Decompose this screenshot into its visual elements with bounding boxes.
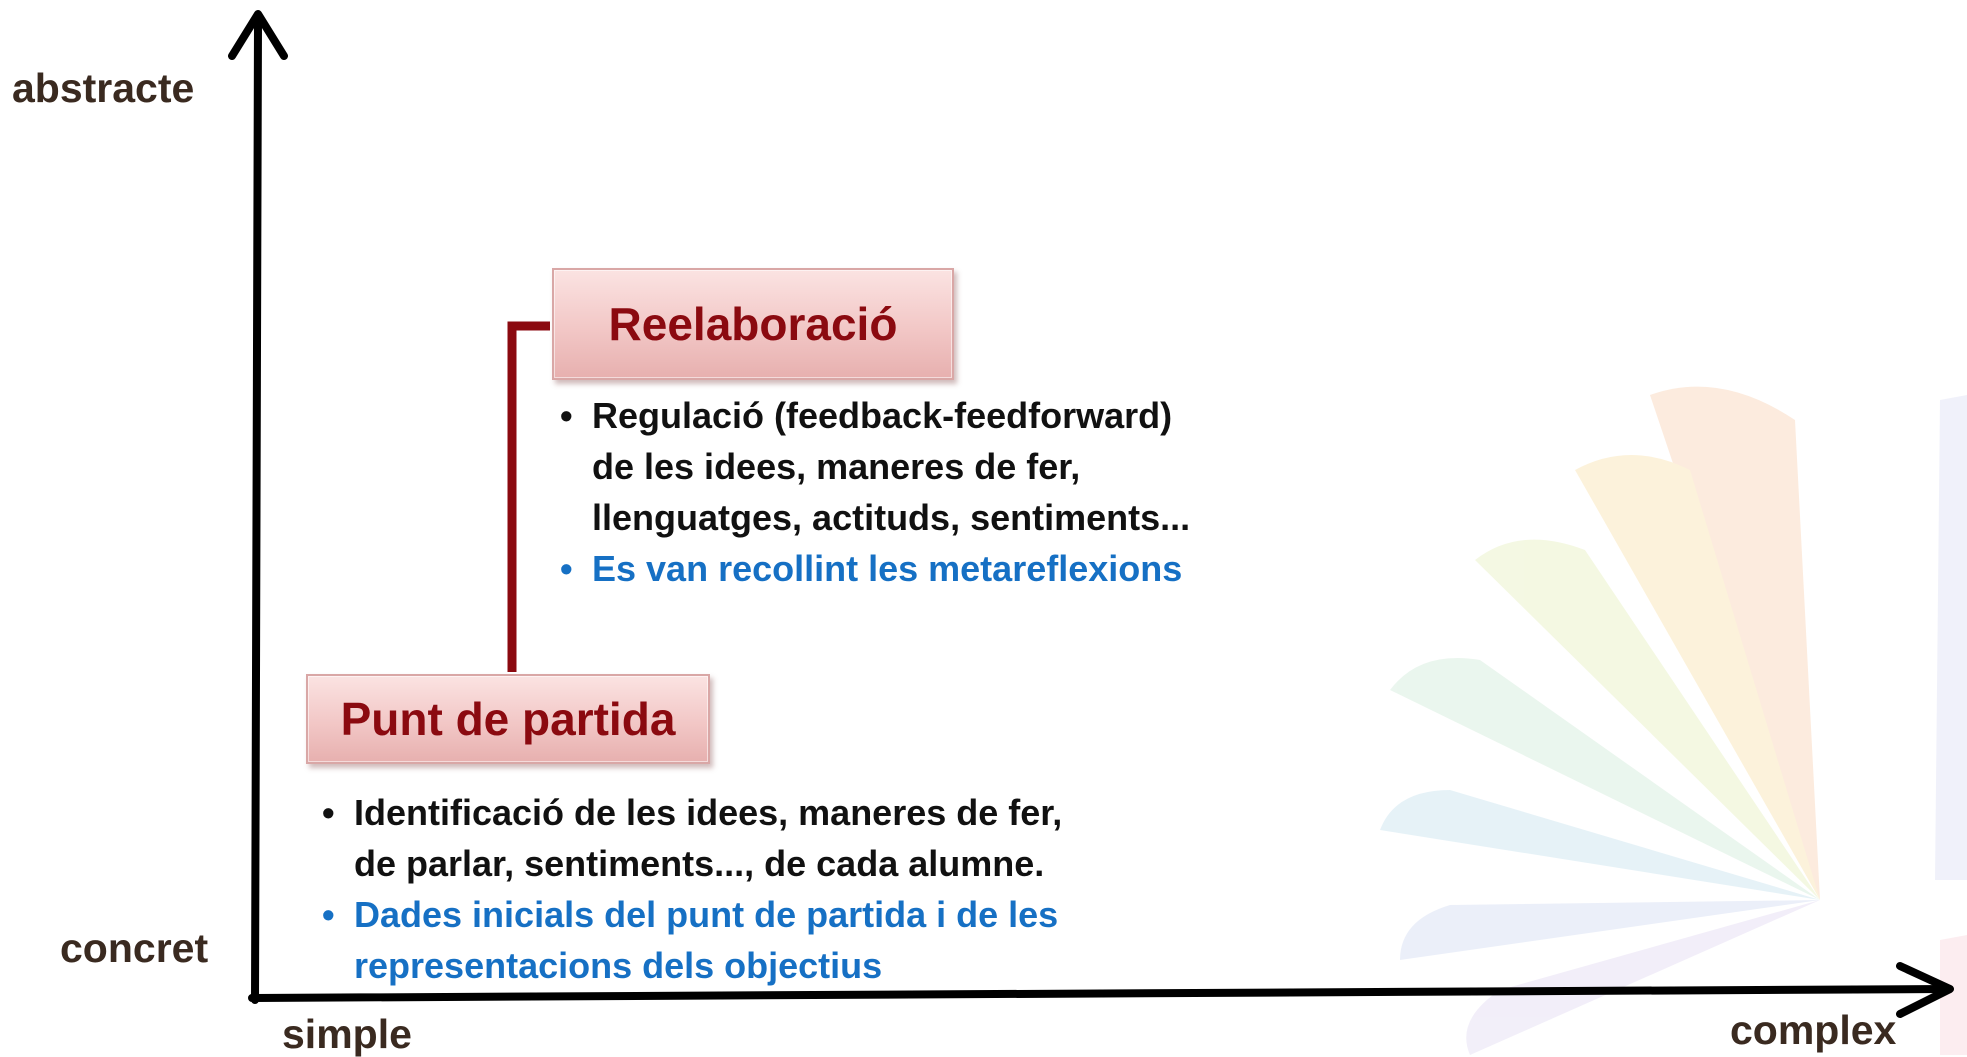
stage-title: Punt de partida [340, 693, 676, 745]
list-item: • Identificació de les idees, maneres de… [318, 787, 1138, 889]
x-axis-arrowhead [1896, 962, 1954, 1018]
stage-box-punt-de-partida: Punt de partida [306, 674, 710, 764]
stage-items-reelaboracio: • Regulació (feedback-feedforward) de le… [556, 390, 1256, 594]
fan-petal [1400, 900, 1820, 960]
fan-petal [1390, 658, 1820, 900]
bullet-icon: • [322, 792, 335, 833]
fan-petal [1940, 935, 1967, 1055]
fan-petal [1575, 455, 1820, 900]
list-item-text: Dades inicials del punt de partida i de … [354, 894, 1059, 986]
fan-petal [1475, 539, 1820, 900]
list-item: • Dades inicials del punt de partida i d… [318, 889, 1138, 991]
fan-petal [1935, 395, 1967, 880]
list-item-text: Identificació de les idees, maneres de f… [354, 792, 1063, 884]
bullet-icon: • [560, 548, 573, 589]
fan-petal [1380, 790, 1820, 900]
x-axis-right-label: complex [1730, 1007, 1897, 1053]
y-axis-bottom-label: concret [60, 925, 209, 971]
y-axis-line [251, 18, 262, 1004]
bullet-icon: • [322, 894, 335, 935]
bullet-icon: • [560, 395, 573, 436]
stage-box-reelaboracio: Reelaboració [552, 268, 954, 380]
list-item: • Regulació (feedback-feedforward) de le… [556, 390, 1256, 543]
stage-title: Reelaboració [608, 298, 898, 350]
list-item-text: Regulació (feedback-feedforward) de les … [592, 395, 1191, 538]
list-item-text: Es van recollint les metareflexions [592, 548, 1183, 589]
y-axis-top-label: abstracte [12, 65, 195, 111]
y-axis-arrowhead [228, 10, 288, 60]
stage-items-punt-de-partida: • Identificació de les idees, maneres de… [318, 787, 1138, 991]
stage-connector-line [507, 321, 550, 672]
fan-petal [1650, 386, 1820, 901]
fan-petal [1466, 900, 1820, 1055]
x-axis-line [248, 985, 1949, 1002]
x-axis-left-label: simple [282, 1011, 412, 1057]
list-item: • Es van recollint les metareflexions [556, 543, 1256, 594]
